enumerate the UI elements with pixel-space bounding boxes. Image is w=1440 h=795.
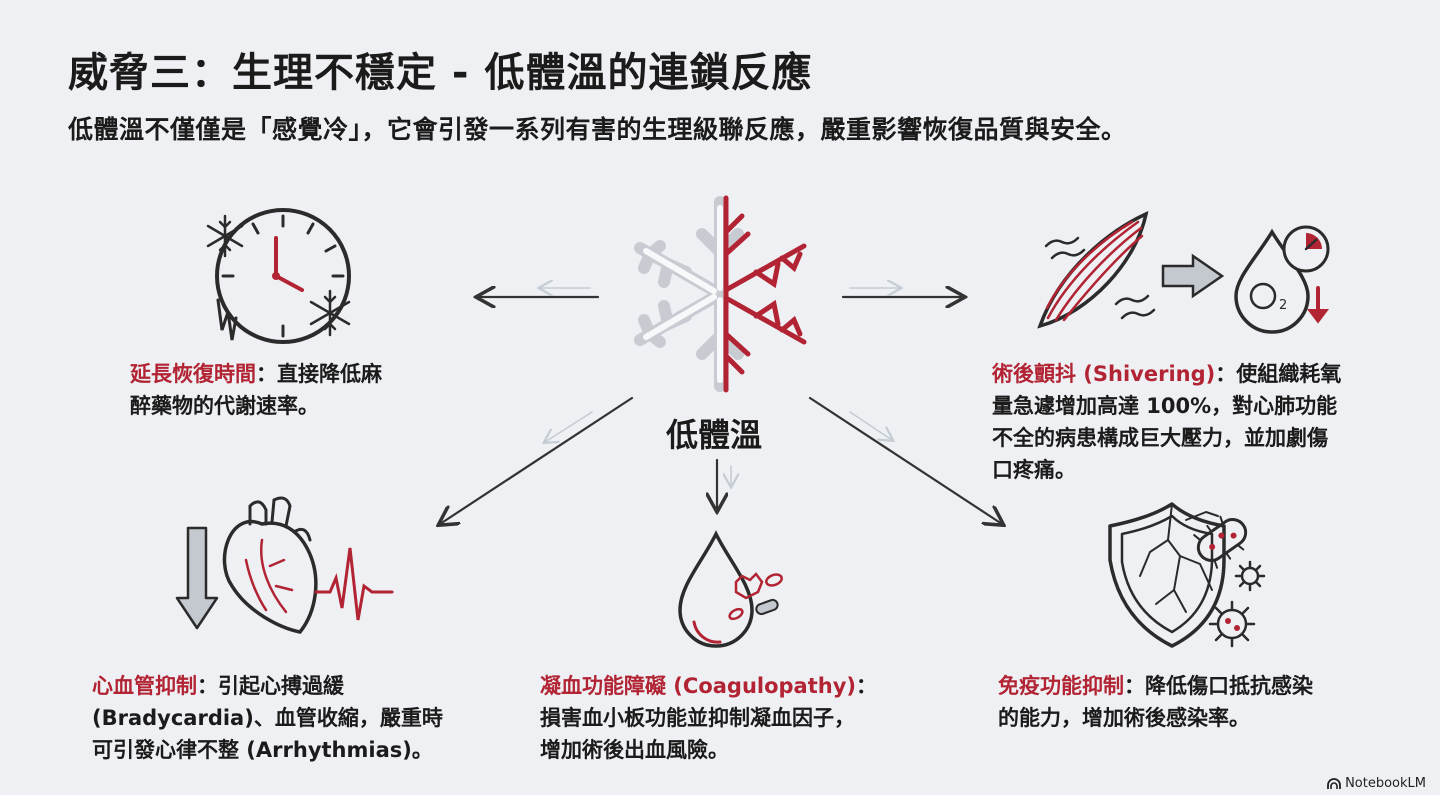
germs-icon xyxy=(1193,515,1266,648)
shivering-line-3: 不全的病患構成巨大壓力，並加劇傷 xyxy=(992,426,1328,450)
immune-line-2: 的能力，增加術後感染率。 xyxy=(998,706,1250,730)
clock-snowflake-icon xyxy=(206,208,351,344)
cardio-line-1: ：引起心搏過緩 xyxy=(197,674,344,698)
notebooklm-logo-icon xyxy=(1327,777,1341,789)
page-title: 威脅三：生理不穩定 - 低體溫的連鎖反應 xyxy=(68,50,813,96)
coag-line-2: 損害血小板功能並抑制凝血因子， xyxy=(540,706,855,730)
center-label: 低體溫 xyxy=(666,416,763,454)
shivering-line-2: 量急遽增加高達 100%，對心肺功能 xyxy=(992,394,1338,418)
heart-icon xyxy=(222,496,394,634)
recovery-line-1: ：直接降低麻 xyxy=(256,362,382,386)
coag-line-3: 增加術後出血風險。 xyxy=(540,738,729,762)
immune-text: 免疫功能抑制：降低傷口抵抗感染 的能力，增加術後感染率。 xyxy=(998,670,1398,734)
muscle-shivering-icon xyxy=(1037,211,1225,329)
cardio-text: 心血管抑制：引起心搏過緩 (Bradycardia)、血管收縮，嚴重時 可引發心… xyxy=(92,670,492,766)
snowflake-icon xyxy=(634,195,807,393)
coag-text: 凝血功能障礙 (Coagulopathy)： 損害血小板功能並抑制凝血因子， 增… xyxy=(540,670,940,766)
shivering-line-1: ：使組織耗氧 xyxy=(1215,362,1342,386)
coag-line-1: ： xyxy=(856,674,878,698)
page-subtitle: 低體溫不僅僅是「感覺冷」，它會引發一系列有害的生理級聯反應，嚴重影響恢復品質與安… xyxy=(68,115,1127,144)
immune-title: 免疫功能抑制 xyxy=(998,674,1124,698)
cardio-line-3: 可引發心律不整 (Arrhythmias)。 xyxy=(92,738,433,762)
cardio-line-2: (Bradycardia)、血管收縮，嚴重時 xyxy=(92,706,443,730)
recovery-text: 延長恢復時間：直接降低麻 醉藥物的代謝速率。 xyxy=(130,358,460,422)
recovery-title: 延長恢復時間 xyxy=(130,362,256,386)
shivering-text: 術後顫抖 (Shivering)：使組織耗氧 量急遽增加高達 100%，對心肺功… xyxy=(992,358,1392,486)
watermark: NotebookLM xyxy=(1327,776,1426,791)
watermark-text: NotebookLM xyxy=(1345,776,1426,791)
coag-title: 凝血功能障礙 (Coagulopathy) xyxy=(540,674,857,698)
cracked-shield-icon xyxy=(1108,502,1226,648)
blood-drop-icon xyxy=(678,530,783,648)
svg-text:2: 2 xyxy=(1279,298,1287,313)
shivering-line-4: 口疼痛。 xyxy=(992,458,1076,482)
oxygen-drop-icon: 2 xyxy=(1234,225,1330,334)
down-arrow-icon xyxy=(175,526,219,630)
shivering-title: 術後顫抖 (Shivering) xyxy=(992,362,1216,386)
cardio-title: 心血管抑制 xyxy=(92,674,197,698)
connector-arrows xyxy=(440,288,1002,524)
immune-line-1: ：降低傷口抵抗感染 xyxy=(1124,674,1313,698)
recovery-line-2: 醉藥物的代謝速率。 xyxy=(130,394,319,418)
